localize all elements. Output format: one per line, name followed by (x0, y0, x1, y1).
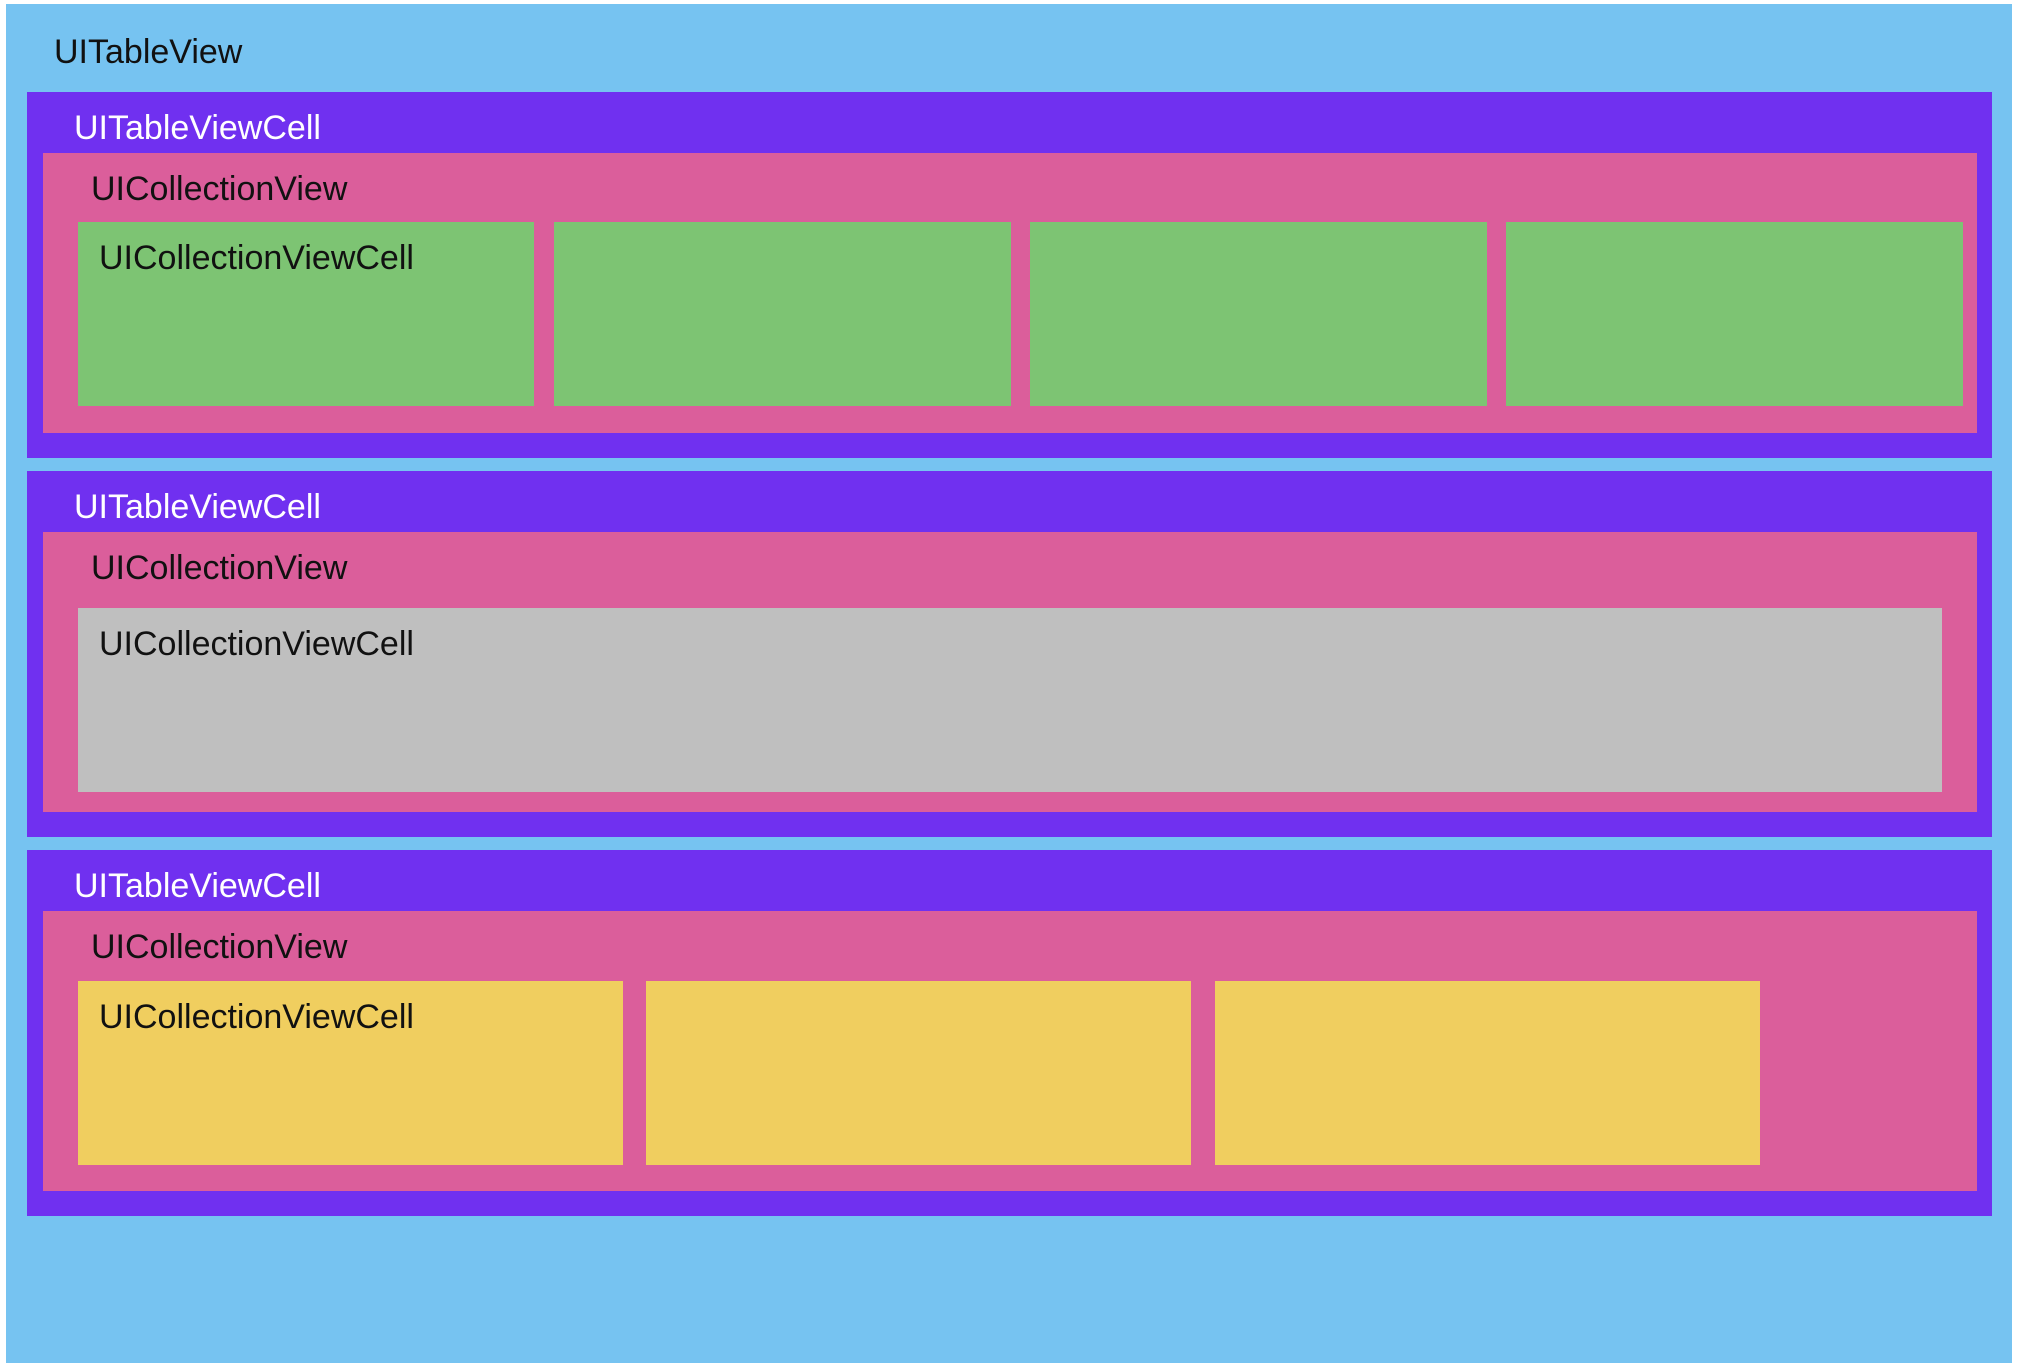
collection-view-cell (554, 222, 1011, 406)
table-view-cell-label: UITableViewCell (74, 109, 321, 147)
table-view-label: UITableView (54, 33, 243, 71)
collection-view-cell (1506, 222, 1963, 406)
table-view-cell-2: UITableViewCell UICollectionView UIColle… (27, 471, 1992, 837)
collection-view-label: UICollectionView (91, 549, 348, 587)
collection-view-cell-label: UICollectionViewCell (99, 239, 414, 277)
collection-view-label: UICollectionView (91, 928, 348, 966)
table-view-cell-label: UITableViewCell (74, 867, 321, 905)
collection-view-cell (646, 981, 1191, 1165)
collection-view-3: UICollectionView UICollectionViewCell (43, 911, 1977, 1191)
collection-view-cell (1215, 981, 1760, 1165)
collection-view-cell (1030, 222, 1487, 406)
collection-view-label: UICollectionView (91, 170, 348, 208)
collection-view-cell-label: UICollectionViewCell (99, 998, 414, 1036)
collection-view-cell-label: UICollectionViewCell (99, 625, 414, 663)
collection-view-cell: UICollectionViewCell (78, 981, 623, 1165)
collection-view-2: UICollectionView UICollectionViewCell (43, 532, 1977, 812)
table-view: UITableView UITableViewCell UICollection… (6, 4, 2012, 1363)
table-view-cell-label: UITableViewCell (74, 488, 321, 526)
table-view-cell-1: UITableViewCell UICollectionView UIColle… (27, 92, 1992, 458)
collection-view-cell: UICollectionViewCell (78, 608, 1942, 792)
table-view-cell-3: UITableViewCell UICollectionView UIColle… (27, 850, 1992, 1216)
collection-view-cell: UICollectionViewCell (78, 222, 534, 406)
collection-view-1: UICollectionView UICollectionViewCell (43, 153, 1977, 433)
